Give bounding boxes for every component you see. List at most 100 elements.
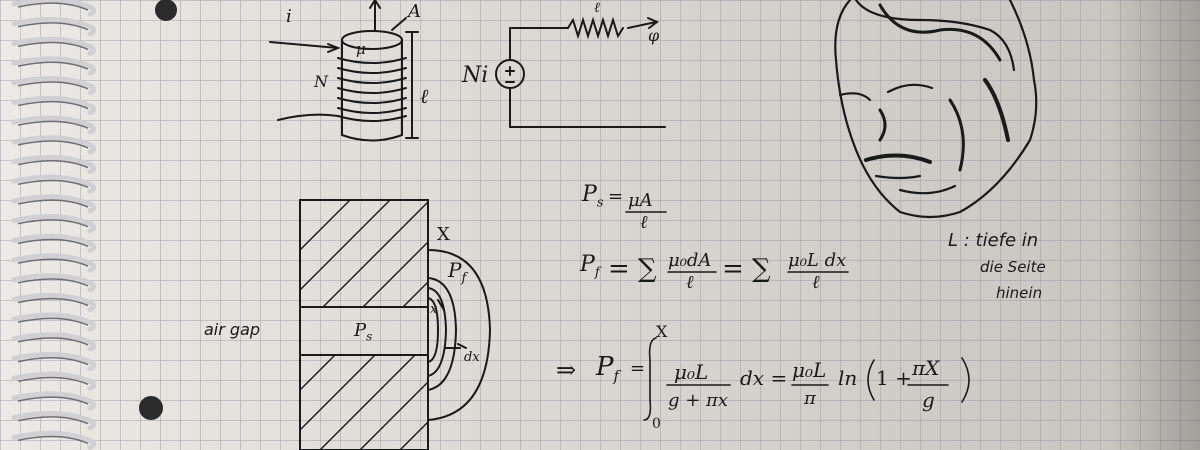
spiral-ring [11, 174, 97, 194]
eq3-numerator-1: μ₀L [674, 360, 709, 384]
eq1-equals: = [608, 186, 624, 207]
note-line-2: die Seite [980, 258, 1046, 276]
eq2-sum-1: = ∑ [608, 254, 657, 284]
spiral-ring-shadow [17, 396, 89, 405]
source-label: Ni [462, 63, 489, 88]
spiral-ring-shadow [17, 61, 89, 70]
spiral-ring [11, 214, 97, 234]
eq2-denominator-2: ℓ [812, 272, 820, 293]
spiral-ring [11, 371, 97, 391]
spiral-ring [11, 253, 97, 273]
spiral-ring-shadow [17, 22, 89, 31]
fringe-permeance-subscript: f [461, 271, 467, 286]
coil-permeability-label: μ [356, 40, 366, 58]
spiral-ring [11, 312, 97, 332]
eq2-sum-2: = ∑ [722, 254, 771, 284]
spiral-ring-shadow [17, 297, 89, 307]
spiral-ring-shadow [17, 179, 89, 188]
gap-permeance-label: Ps [354, 320, 372, 344]
coil-drawing [269, 0, 419, 142]
spiral-ring-shadow [17, 416, 89, 425]
spiral-ring [11, 332, 97, 352]
spiral-ring [11, 17, 97, 37]
spiral-ring-shadow [17, 278, 89, 287]
eq3-one-plus: 1 + [876, 366, 912, 390]
eq2-lhs: Pf [580, 252, 600, 280]
eq1-subscript: s [596, 195, 604, 211]
coil-turns-label: N [314, 72, 328, 91]
spiral-ring-shadow [17, 317, 89, 326]
spiral-ring [11, 351, 97, 372]
x-label: x [430, 302, 438, 317]
flux-label: φ [648, 26, 660, 45]
spiral-ring [11, 391, 97, 411]
eq3-denominator-3: g [922, 388, 935, 412]
spiral-ring-shadow [17, 159, 89, 169]
spiral-ring-shadow [17, 337, 89, 346]
eq3-ln: ln [838, 366, 858, 390]
spiral-ring-shadow [17, 140, 89, 149]
air-gap-drawing [299, 199, 492, 450]
coil-length-label: ℓ [420, 84, 429, 108]
spiral-ring-shadow [17, 238, 89, 248]
punch-hole [155, 0, 177, 21]
gap-permeance-symbol: P [354, 320, 367, 341]
eq2-numerator-1: μ₀dA [668, 250, 712, 271]
coil-area-label: A [408, 1, 421, 22]
eq3-lower-limit: 0 [652, 416, 661, 432]
punch-hole [139, 396, 163, 420]
spiral-ring [11, 95, 97, 115]
spiral-ring-shadow [17, 41, 89, 51]
note-line-1: L : tiefe in [948, 230, 1039, 251]
fringe-permeance-symbol: P [448, 258, 462, 282]
eq3-arrow: ⇒ [556, 356, 577, 384]
spiral-ring [11, 76, 97, 96]
eq3-dx: dx = [740, 366, 788, 390]
eq3-upper-limit: X [656, 322, 668, 341]
spiral-ring-shadow [17, 435, 89, 445]
spiral-ring-shadow [17, 199, 89, 208]
spiral-ring [11, 154, 97, 175]
spiral-ring-shadow [17, 356, 89, 366]
spiral-ring [11, 411, 97, 431]
air-gap-label: air gap [204, 320, 261, 339]
spiral-ring-shadow [17, 81, 89, 90]
eq1-lhs: Ps [582, 182, 603, 210]
gap-permeance-subscript: s [366, 329, 373, 344]
spiral-ring [11, 36, 97, 56]
fraction-bars [625, 211, 970, 421]
spiral-ring-shadow [17, 2, 89, 11]
note-line-3: hinein [996, 284, 1043, 302]
page-shadow [1110, 0, 1200, 450]
resistor-label: ℓ [594, 0, 600, 16]
fringe-width-label: X [437, 224, 450, 245]
dx-label: dx [464, 350, 480, 365]
circuit-drawing [495, 16, 666, 128]
spiral-ring [11, 194, 97, 214]
coil-current-label: i [286, 6, 292, 27]
spiral-ring-shadow [17, 258, 89, 267]
eq1-symbol: P [582, 182, 597, 207]
spiral-ring [11, 233, 97, 253]
spiral-ring [11, 56, 97, 76]
eq3-equals: = [630, 358, 646, 379]
eq3-denominator-2: π [804, 388, 816, 409]
spiral-ring [11, 292, 97, 312]
eq1-numerator: μA [628, 190, 653, 211]
spiral-ring-shadow [17, 120, 89, 129]
fringe-permeance-label: Pf [448, 258, 466, 286]
eq1-denominator: ℓ [640, 212, 648, 233]
spiral-ring [11, 135, 97, 155]
eq2-denominator-1: ℓ [686, 272, 694, 293]
spiral-ring [11, 0, 97, 17]
eq3-symbol: P [596, 352, 614, 382]
spiral-ring [11, 273, 97, 293]
eq3-numerator-3: πX [912, 356, 940, 380]
eq2-symbol: P [580, 252, 595, 277]
spiral-ring-shadow [17, 219, 89, 228]
spiral-ring [11, 430, 97, 450]
spiral-ring-shadow [17, 100, 89, 110]
spiral-ring [11, 115, 97, 135]
